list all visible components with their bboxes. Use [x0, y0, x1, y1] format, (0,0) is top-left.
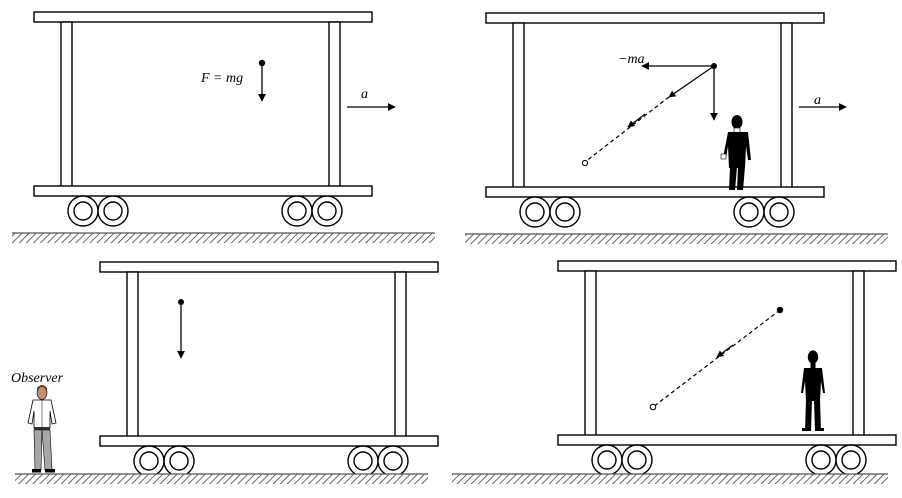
- pseudo-force-label: −ma: [618, 52, 645, 67]
- observer-label: Observer: [11, 371, 64, 386]
- trajectory-direction-arrow: [627, 113, 646, 128]
- ground-track: [465, 234, 888, 244]
- train-car: [99, 261, 439, 477]
- falling-ball: [258, 59, 266, 67]
- standing-man-silhouette-icon: [801, 350, 825, 431]
- ball-trajectory: [584, 96, 670, 163]
- panel-ground-observer: Observer: [11, 261, 439, 484]
- panel-ground-frame-accelerating: F = mg a: [12, 11, 435, 243]
- standing-man-icon: [720, 115, 751, 190]
- landing-point: [649, 403, 657, 411]
- ground-track: [12, 233, 435, 243]
- acceleration-label: a: [814, 93, 821, 108]
- force-label: F = mg: [200, 71, 243, 86]
- train-car: [557, 260, 897, 476]
- resultant-force-arrow: [668, 65, 715, 98]
- ground-track: [452, 474, 888, 484]
- trajectory-direction-arrow: [716, 344, 734, 358]
- acceleration-label: a: [361, 87, 368, 102]
- train-car: [33, 11, 373, 227]
- falling-ball: [178, 299, 184, 305]
- panel-car-frame-accelerating: −ma a: [465, 12, 888, 244]
- panel-car-observer: [452, 260, 897, 484]
- train-car: [485, 12, 825, 228]
- ground-track: [15, 474, 428, 484]
- ball-trajectory: [652, 309, 781, 408]
- observer-icon: [27, 385, 57, 473]
- landing-point: [581, 159, 589, 167]
